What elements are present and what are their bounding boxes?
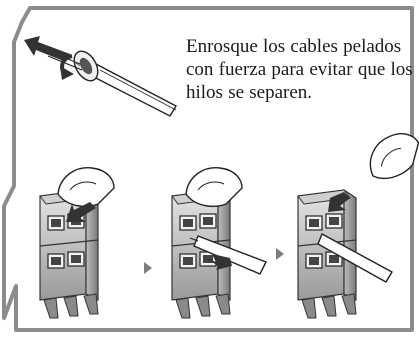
insert-arrow-icon bbox=[206, 254, 232, 270]
finger-step-2 bbox=[185, 167, 243, 208]
step-arrow-icon bbox=[144, 262, 152, 274]
callout-frame bbox=[2, 6, 414, 332]
insert-wire-step-2 bbox=[189, 235, 267, 275]
twist-arrow-icon bbox=[24, 36, 74, 80]
finger-step-1 bbox=[57, 167, 115, 208]
step-arrow-icon bbox=[276, 248, 284, 260]
inserted-wire-step-3 bbox=[317, 233, 393, 283]
press-arrow-icon bbox=[66, 202, 96, 222]
release-arrow-icon bbox=[328, 192, 350, 212]
instruction-text: Enrosque los cables pelados con fuerza p… bbox=[186, 36, 413, 103]
